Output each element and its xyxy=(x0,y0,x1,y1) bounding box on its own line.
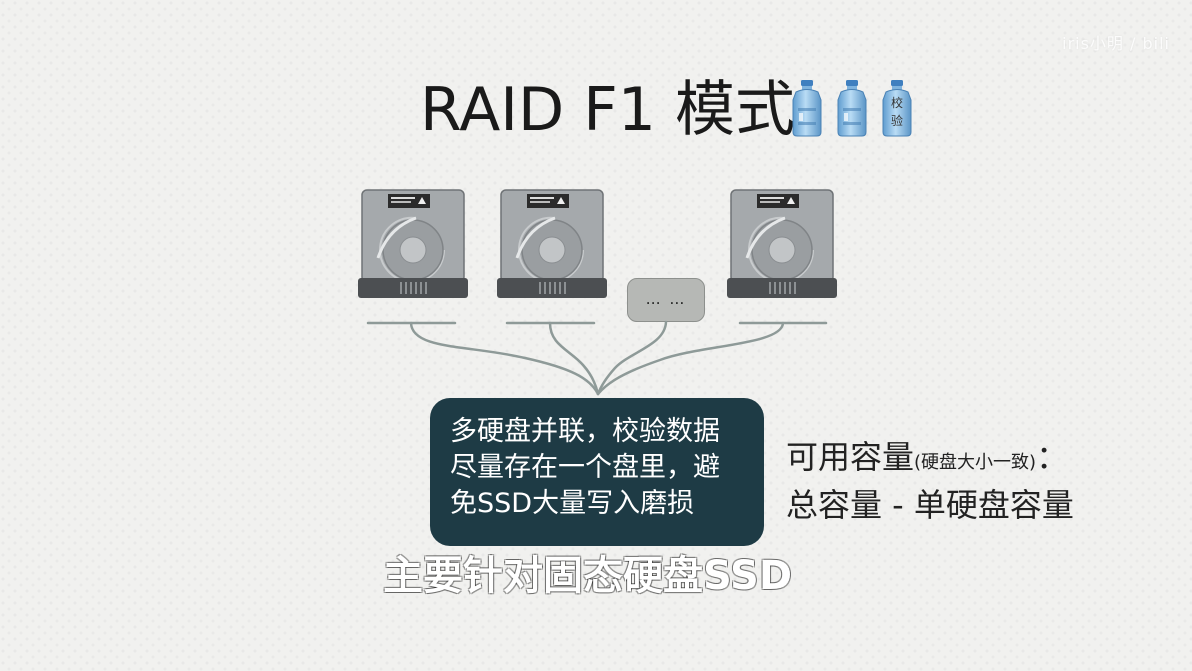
hard-drive-icon xyxy=(358,189,468,298)
water-bottles-icon: 校 验 xyxy=(792,80,912,137)
more-drives-box: … … xyxy=(627,278,705,322)
connector-line xyxy=(548,321,600,396)
svg-text:验: 验 xyxy=(891,113,903,128)
capacity-label: 可用容量 xyxy=(786,438,915,476)
note-box: 多硬盘并联，校验数据 尽量存在一个盘里，避 免SSD大量写入磨损 xyxy=(430,398,764,546)
capacity-heading: 可用容量(硬盘大小一致)： xyxy=(786,436,1074,484)
capacity-formula: 总容量 - 单硬盘容量 xyxy=(786,486,1074,524)
parity-bottle-label: 校 xyxy=(891,95,903,110)
note-line-1: 多硬盘并联，校验数据 xyxy=(450,416,720,447)
page-title: RAID F1 模式 xyxy=(420,75,796,145)
connector-line xyxy=(596,321,785,396)
hard-drive-icon xyxy=(727,189,837,298)
video-subtitle: 主要针对固态硬盘SSD xyxy=(383,553,793,599)
connector-line xyxy=(409,321,600,396)
bottle-icon xyxy=(792,80,822,137)
note-line-2: 尽量存在一个盘里，避 xyxy=(450,452,720,483)
bottle-icon xyxy=(837,80,867,137)
capacity-text: 可用容量(硬盘大小一致)： 总容量 - 单硬盘容量 xyxy=(786,436,1074,526)
note-line-3: 免SSD大量写入磨损 xyxy=(450,488,695,519)
hard-drive-icon xyxy=(497,189,607,298)
parity-bottle-icon: 校 验 xyxy=(882,80,912,137)
watermark: iris小明 / bili xyxy=(1062,34,1170,53)
capacity-colon: ： xyxy=(1036,438,1069,476)
connector-line xyxy=(596,320,668,396)
capacity-condition: (硬盘大小一致) xyxy=(914,452,1037,473)
